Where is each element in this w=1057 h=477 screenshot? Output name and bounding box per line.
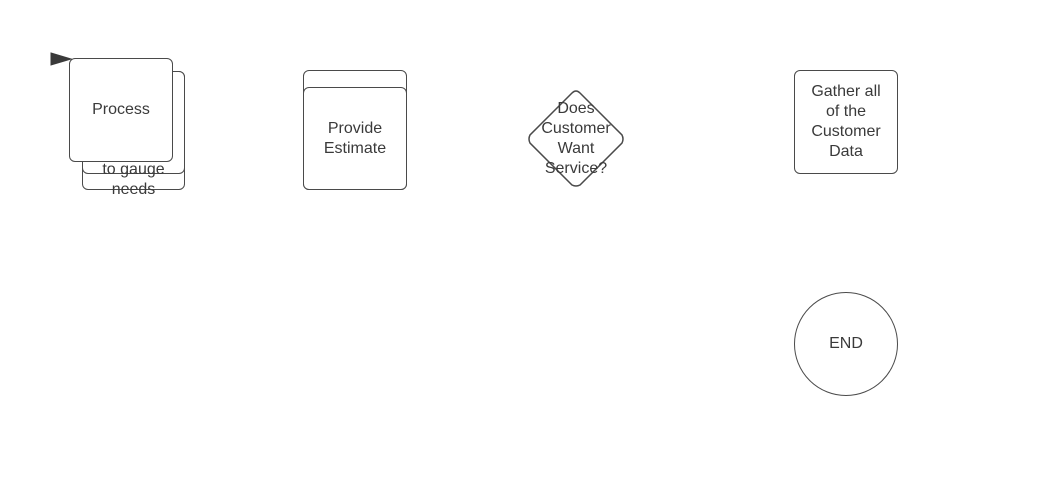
start-marker-icon [50,52,72,66]
provide-estimate-node[interactable] [303,87,407,190]
decision-label: Does Customer Want Service? [541,100,611,177]
process-node[interactable] [69,58,173,162]
provide-estimate-label: Provide Estimate [323,119,387,157]
process-node-label: Process [92,101,150,118]
gather-customer-data-label: Gather all of the Customer Data [811,83,881,160]
decision-diamond-node[interactable] [526,89,626,189]
gather-customer-data-node[interactable] [794,70,898,174]
end-terminator-node[interactable] [794,292,898,396]
process-stack-hidden-label: to gauge needs [102,161,165,198]
end-label: END [829,335,863,352]
